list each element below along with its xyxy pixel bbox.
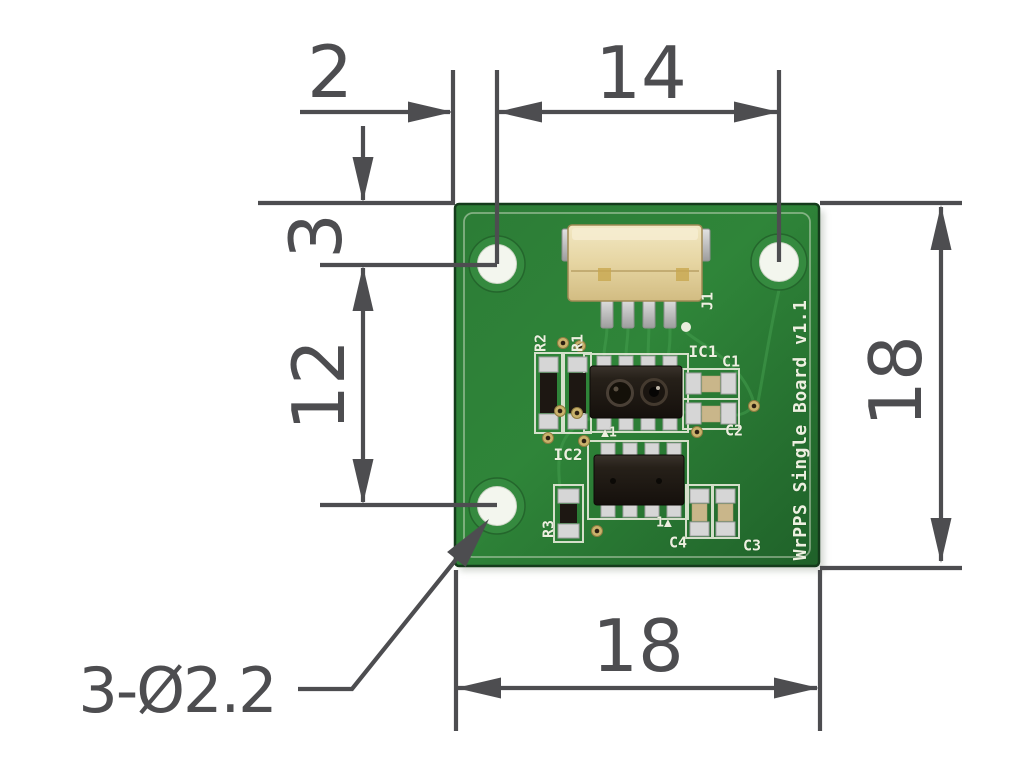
ref-r1: R1 bbox=[568, 333, 587, 353]
ic2-pin1-marker: 1▲ bbox=[656, 515, 672, 531]
ref-c4: C4 bbox=[668, 533, 688, 552]
cap-body bbox=[701, 375, 721, 393]
pad bbox=[685, 402, 702, 425]
pad bbox=[538, 356, 559, 373]
ic1-chip bbox=[589, 355, 683, 431]
silkscreen-dot bbox=[681, 322, 691, 332]
capacitor-c3 bbox=[715, 488, 736, 537]
ref-c1: C1 bbox=[721, 352, 741, 371]
capacitor-c4 bbox=[689, 488, 710, 537]
chip-body bbox=[560, 504, 577, 523]
dim-value-18-bottom: 18 bbox=[592, 604, 684, 688]
via bbox=[542, 432, 554, 444]
body-dimple bbox=[656, 478, 662, 484]
cap-body bbox=[701, 405, 721, 423]
pad bbox=[689, 488, 710, 504]
pad bbox=[557, 523, 580, 539]
arrowhead bbox=[734, 101, 779, 123]
connector-pin bbox=[621, 297, 635, 329]
ic1-pin1-marker: ▲1 bbox=[601, 425, 617, 441]
via bbox=[748, 400, 760, 412]
ic-body bbox=[589, 365, 683, 419]
via bbox=[691, 426, 703, 438]
ref-c2: C2 bbox=[724, 421, 744, 440]
via bbox=[554, 405, 566, 417]
outline-c2 bbox=[682, 398, 740, 430]
connector-pin bbox=[663, 297, 677, 329]
via bbox=[591, 525, 603, 537]
dim-value-18-right: 18 bbox=[854, 335, 938, 427]
pad bbox=[720, 372, 737, 395]
arrowhead bbox=[930, 205, 952, 250]
pad bbox=[715, 488, 736, 504]
ref-ic2: IC2 bbox=[553, 445, 583, 464]
board-title: WrPPS Single Board v1.1 bbox=[790, 299, 811, 561]
ref-r2: R2 bbox=[531, 333, 550, 353]
pcb-board bbox=[453, 202, 824, 571]
pad bbox=[685, 372, 702, 395]
via bbox=[574, 340, 586, 352]
arrowhead bbox=[497, 101, 542, 123]
arrowhead bbox=[456, 677, 501, 699]
outline-c3 bbox=[711, 484, 740, 539]
pad bbox=[538, 413, 559, 430]
capacitor-c2 bbox=[685, 402, 737, 425]
cap-body bbox=[691, 503, 708, 522]
arrowhead bbox=[352, 266, 374, 311]
pad bbox=[567, 356, 588, 373]
outline-r3 bbox=[553, 484, 584, 543]
outline-ic2 bbox=[587, 440, 689, 520]
arrowhead bbox=[408, 101, 453, 123]
connector-slot bbox=[598, 268, 611, 281]
hole-diameter-callout: 3-Ø2.2 bbox=[78, 654, 277, 727]
via bbox=[571, 407, 583, 419]
via bbox=[578, 435, 590, 447]
resistor-r2 bbox=[538, 356, 559, 430]
arrowhead bbox=[774, 677, 819, 699]
connector-pin bbox=[600, 297, 614, 329]
ref-j1: J1 bbox=[698, 291, 717, 311]
capacitor-c1 bbox=[685, 372, 737, 395]
pad bbox=[689, 521, 710, 537]
arrowhead bbox=[352, 157, 374, 202]
cap-body bbox=[717, 503, 734, 522]
silkscreen-frame bbox=[463, 212, 811, 558]
resistor-r3 bbox=[557, 488, 580, 539]
resistor-r1 bbox=[567, 356, 588, 430]
ic-body bbox=[593, 454, 685, 506]
connector-slot bbox=[676, 268, 689, 281]
leader-arrowhead bbox=[447, 519, 489, 567]
arrowheads bbox=[352, 101, 952, 699]
via bbox=[557, 337, 569, 349]
sensor-emitter bbox=[606, 379, 634, 407]
dim-value-14: 14 bbox=[595, 31, 687, 115]
leader-line bbox=[298, 555, 460, 692]
pad bbox=[557, 488, 580, 504]
glint bbox=[613, 386, 619, 392]
pin1-dimple bbox=[610, 478, 616, 484]
lens bbox=[649, 387, 659, 397]
pad bbox=[715, 521, 736, 537]
pad bbox=[720, 402, 737, 425]
arrowhead bbox=[930, 518, 952, 563]
glint bbox=[656, 386, 660, 390]
connector-pin bbox=[642, 297, 656, 329]
connector-body bbox=[567, 224, 703, 302]
dim-value-3: 3 bbox=[274, 213, 358, 259]
chip-body bbox=[569, 373, 586, 413]
ic2-chip bbox=[593, 442, 685, 518]
vias bbox=[542, 337, 760, 537]
ref-c3: C3 bbox=[742, 536, 762, 555]
connector-j1 bbox=[561, 224, 711, 329]
chip-body bbox=[540, 373, 557, 413]
ref-r3: R3 bbox=[539, 519, 558, 539]
dim-value-2: 2 bbox=[307, 30, 353, 114]
connector-top-highlight bbox=[572, 228, 698, 240]
ref-ic1: IC1 bbox=[688, 342, 718, 361]
arrowhead bbox=[352, 459, 374, 504]
dim-value-12: 12 bbox=[277, 339, 361, 431]
